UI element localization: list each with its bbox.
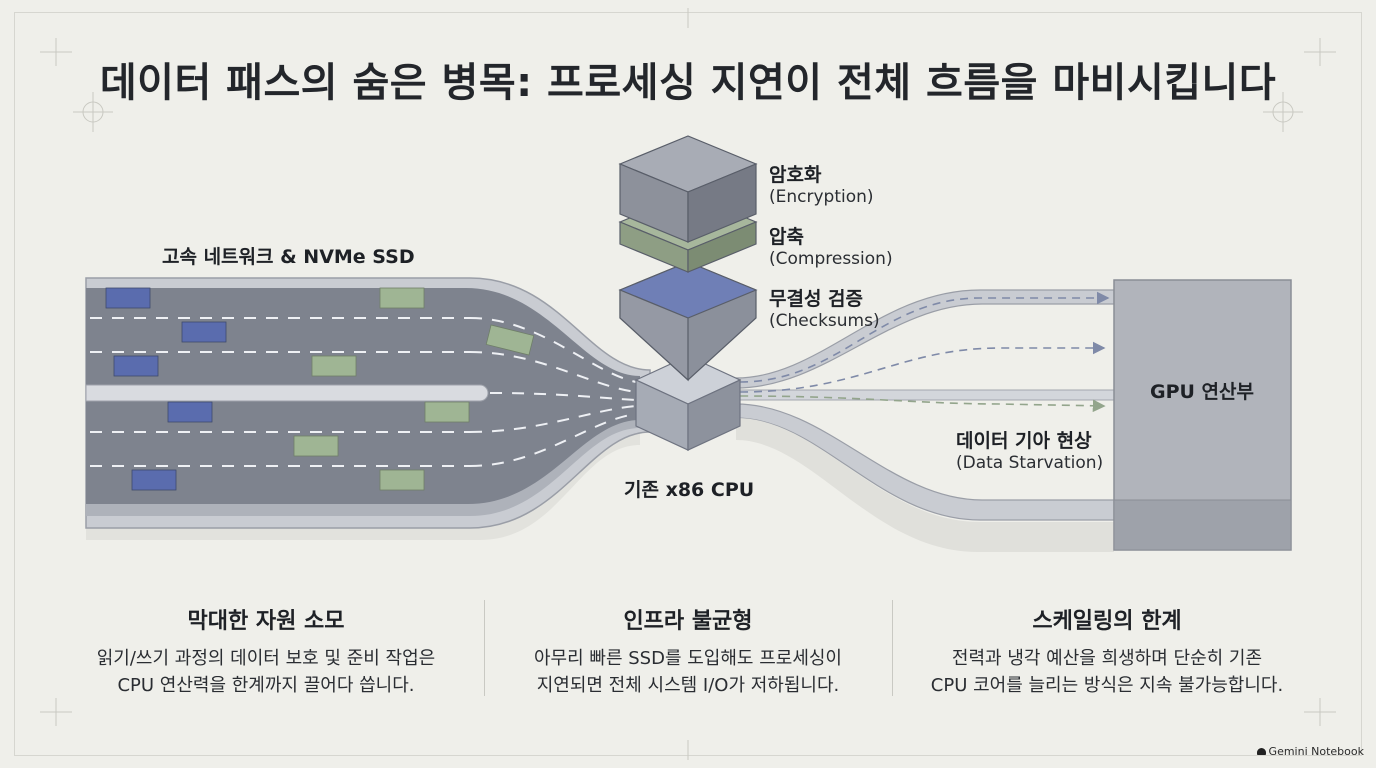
column-text-line: 아무리 빠른 SSD를 도입해도 프로세싱이	[534, 648, 842, 669]
process-checksums: 무결성 검증 (Checksums)	[769, 284, 880, 331]
lane-markings	[90, 317, 637, 467]
process-subtitle: (Encryption)	[769, 187, 874, 207]
column-heading: 막대한 자원 소모	[187, 609, 345, 634]
brand-text: Gemini Notebook	[1268, 745, 1364, 758]
process-title: 암호화	[769, 164, 822, 186]
starvation-label: 데이터 기아 현상 (Data Starvation)	[956, 426, 1103, 473]
flow-arrows	[739, 291, 1110, 413]
column-heading: 스케일링의 한계	[1032, 609, 1182, 634]
column-text-line: CPU 코어를 늘리는 방식은 지속 불가능합니다.	[930, 675, 1284, 696]
gpu-block-base	[1113, 499, 1292, 551]
page-title: 데이터 패스의 숨은 병목: 프로세싱 지연이 전체 흐름을 마비시킵니다	[99, 60, 1277, 106]
process-encryption: 암호화 (Encryption)	[769, 160, 874, 207]
process-subtitle: (Compression)	[769, 249, 893, 269]
column-divider	[892, 600, 893, 696]
data-packets	[105, 287, 535, 491]
network-label: 고속 네트워크 & NVMe SSD	[162, 246, 415, 268]
gpu-label: GPU 연산부	[1149, 381, 1254, 403]
starvation-subtitle: (Data Starvation)	[956, 453, 1104, 473]
starvation-title: 데이터 기아 현상	[956, 430, 1092, 452]
column-text-line: 지연되면 전체 시스템 I/O가 저하됩니다.	[536, 675, 840, 696]
cpu-label: 기존 x86 CPU	[624, 479, 755, 501]
notebook-icon	[1256, 748, 1266, 755]
column-resource-consumption: 막대한 자원 소모 읽기/쓰기 과정의 데이터 보호 및 준비 작업은 CPU …	[56, 603, 476, 699]
column-infra-imbalance: 인프라 불균형 아무리 빠른 SSD를 도입해도 프로세싱이 지연되면 전체 시…	[494, 603, 882, 699]
registration-marks	[40, 8, 1336, 760]
process-title: 압축	[769, 226, 804, 248]
road-lower-rail	[86, 420, 640, 516]
processing-stack	[618, 135, 758, 382]
column-text-line: 전력과 냉각 예산을 희생하며 단순히 기존	[951, 648, 1263, 669]
column-text-line: CPU 연산력을 한계까지 끌어다 씁니다.	[117, 675, 415, 696]
column-divider	[484, 600, 485, 696]
column-scaling-limit: 스케일링의 한계 전력과 냉각 예산을 희생하며 단순히 기존 CPU 코어를 …	[900, 603, 1314, 699]
brand-watermark: Gemini Notebook	[1256, 745, 1364, 758]
process-title: 무결성 검증	[769, 288, 864, 310]
column-heading: 인프라 불균형	[623, 609, 753, 634]
output-pipe-mid	[735, 389, 1115, 401]
output-pipe-shadow	[736, 418, 1114, 552]
process-compression: 압축 (Compression)	[769, 222, 893, 269]
column-text-line: 읽기/쓰기 과정의 데이터 보호 및 준비 작업은	[96, 648, 436, 669]
road-median	[85, 384, 489, 402]
process-subtitle: (Checksums)	[769, 311, 880, 331]
